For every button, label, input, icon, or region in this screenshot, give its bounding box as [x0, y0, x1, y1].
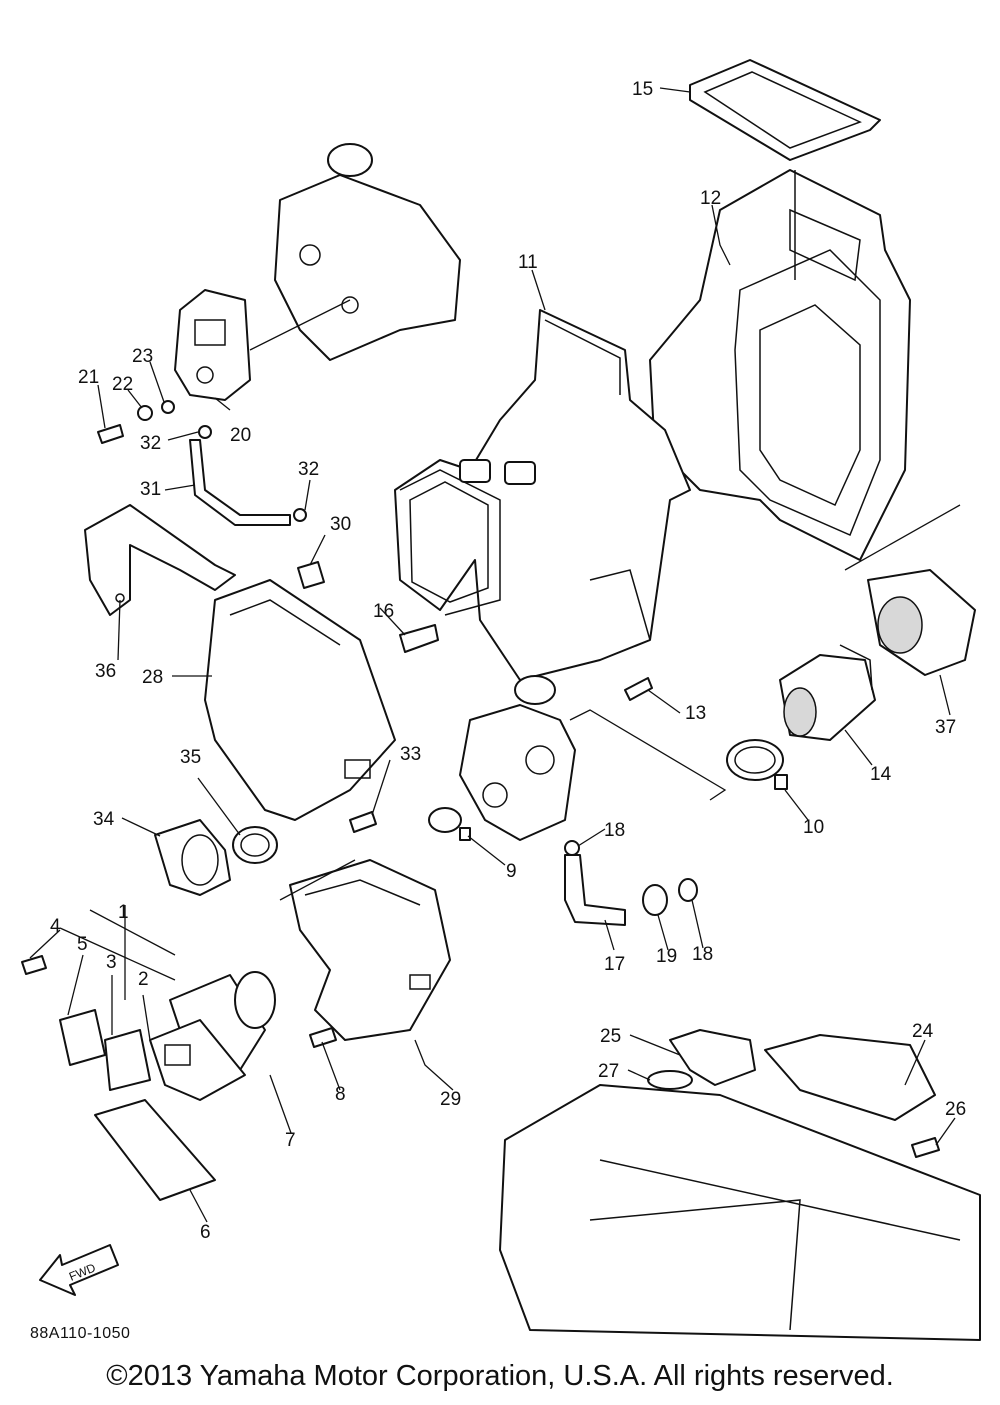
callout-23: 23	[132, 346, 153, 367]
callout-34: 34	[93, 809, 115, 830]
callout-33: 33	[400, 744, 421, 765]
callout-37: 37	[935, 717, 956, 738]
part-6-gasket	[94, 1099, 216, 1201]
part-5-stopper	[59, 1009, 106, 1066]
callout-8: 8	[335, 1084, 346, 1105]
part-14-joint	[779, 644, 876, 741]
leader-lines	[29, 87, 956, 1223]
callout-22: 22	[112, 374, 133, 395]
callout-25: 25	[600, 1026, 621, 1047]
part-35-clamp	[232, 826, 278, 864]
callout-31: 31	[140, 479, 161, 500]
callout-13: 13	[685, 703, 706, 724]
callout-24: 24	[912, 1021, 934, 1042]
callout-30: 30	[330, 514, 351, 535]
part-15-gasket	[689, 59, 881, 161]
part-17-hose	[564, 854, 626, 926]
leader-37-dash	[844, 504, 961, 571]
part-37-duct	[867, 569, 976, 676]
callout-26: 26	[945, 1099, 966, 1120]
part-11-airbox	[394, 309, 691, 705]
fwd-arrow: FWD	[39, 1244, 119, 1296]
callout-21: 21	[78, 367, 99, 388]
callout-5: 5	[77, 934, 88, 955]
callout-28: 28	[142, 667, 163, 688]
part-33-bolt	[349, 811, 377, 833]
part-16-screw	[399, 624, 439, 653]
callout-16: 16	[373, 601, 394, 622]
part-31-hose	[189, 439, 291, 526]
part-18-clip-a	[564, 840, 580, 856]
callout-32-a: 32	[140, 433, 161, 454]
callout-17: 17	[604, 954, 625, 975]
copyright-notice: ©2013 Yamaha Motor Corporation, U.S.A. A…	[106, 1360, 894, 1392]
part-25-joint	[669, 1029, 756, 1086]
part-34-boot	[154, 819, 231, 896]
part-10-clamp	[726, 739, 788, 790]
callout-3: 3	[106, 952, 117, 973]
part-8-screw	[309, 1027, 337, 1048]
part-23-washer	[161, 400, 175, 414]
part-32-clip-b	[293, 508, 307, 522]
callout-6: 6	[200, 1222, 211, 1243]
part-4-screw	[21, 955, 47, 975]
part-24-pipe	[764, 1034, 936, 1121]
callout-20: 20	[230, 425, 251, 446]
drawing-code: 88A110-1050	[30, 1325, 130, 1342]
callout-12: 12	[700, 188, 721, 209]
part-26-bolt	[911, 1137, 940, 1158]
part-2-reed-valve	[149, 1019, 246, 1101]
callout-27: 27	[598, 1061, 619, 1082]
part-13-screw	[624, 677, 653, 701]
callout-15: 15	[632, 79, 653, 100]
part-32-clip-a	[198, 425, 212, 439]
part-27-gasket	[647, 1070, 693, 1090]
part-18-clip-b	[678, 878, 698, 902]
part-29-housing	[279, 859, 451, 1041]
part-19-cap	[642, 884, 668, 916]
callout-36: 36	[95, 661, 116, 682]
part-21-bolt	[97, 424, 124, 444]
callout-18-a: 18	[604, 820, 625, 841]
callout-32-b: 32	[298, 459, 319, 480]
part-3-plate	[104, 1029, 151, 1091]
part-22-washer	[137, 405, 153, 421]
callout-2: 2	[138, 969, 149, 990]
callout-14: 14	[870, 764, 892, 785]
muffler	[499, 1084, 981, 1341]
callout-19: 19	[656, 946, 677, 967]
oil-tank	[274, 143, 461, 361]
callout-11: 11	[518, 252, 538, 273]
callout-9: 9	[506, 861, 517, 882]
part-20-pump	[174, 289, 351, 401]
part-30-cap	[297, 561, 325, 589]
callout-10: 10	[803, 817, 824, 838]
callout-29: 29	[440, 1089, 461, 1110]
part-9-clamp	[428, 807, 471, 841]
callout-4: 4	[50, 916, 61, 937]
part-28-silencer	[204, 579, 396, 821]
part-36-bracket	[84, 504, 236, 616]
callout-7: 7	[285, 1130, 296, 1151]
callout-labels: 15 12 11 21 22 23 20 32 31 32 30 16 36 2…	[50, 79, 966, 1243]
callout-35: 35	[180, 747, 201, 768]
part-12-airbox-case	[649, 169, 911, 561]
callout-18-b: 18	[692, 944, 713, 965]
carburetor	[459, 704, 727, 841]
callout-1: 1	[118, 902, 129, 923]
